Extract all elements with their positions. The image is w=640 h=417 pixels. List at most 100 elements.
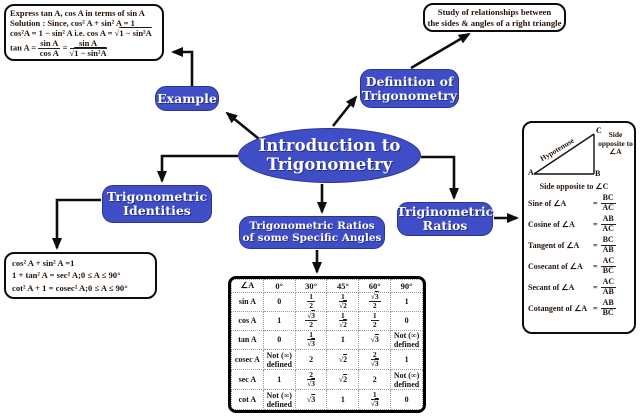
table-cell: √2 — [326, 369, 360, 391]
table-cell: 2√3 — [358, 349, 392, 371]
node-label: Identities — [123, 203, 191, 218]
table-cell: 0 — [390, 310, 423, 331]
table-cell: 1√3 — [358, 389, 392, 410]
identity-line: 1 + tan² A = sec² A;0 ≤ A ≤ 90° — [12, 270, 121, 281]
definition-text-line: the sides & angles of a right triangle — [427, 17, 562, 28]
row-label-cell: cot A — [231, 389, 264, 410]
node-label: Introduction to — [258, 136, 401, 156]
equals-sign: = — [593, 220, 598, 229]
vertex-c-label: C — [596, 126, 602, 135]
ratio-label: Cosine of ∠A — [528, 220, 575, 229]
arrow-definition-to-definition-box — [410, 32, 471, 70]
table-cell: 2 — [358, 369, 392, 391]
arrow-center-to-example — [225, 111, 260, 141]
side-opposite-c-label: Side opposite to ∠C — [539, 182, 609, 191]
ratio-label: Tangent of ∠A — [528, 241, 580, 250]
node-example: Example — [155, 86, 219, 111]
table-cell: √3 — [294, 389, 328, 410]
ratio-label: Cosecant of ∠A — [528, 262, 583, 271]
table-cell: Not (∞) defined — [262, 389, 296, 410]
row-label-cell: sin A — [231, 291, 264, 312]
table-cell: 0 — [262, 291, 296, 312]
equals-sign: = — [593, 199, 598, 208]
definition-text-box: Study of relationships between the sides… — [423, 3, 566, 32]
table-header-cell: 45° — [326, 279, 360, 293]
equals-sign: = — [593, 262, 598, 271]
table-cell: 0 — [262, 329, 296, 351]
table-cell: Not (∞) defined — [390, 329, 423, 351]
table-cell: 1 — [326, 389, 360, 410]
row-label-cell: tan A — [231, 329, 264, 351]
arrow-center-to-ratios — [421, 155, 459, 200]
arrow-example-to-example-box — [171, 47, 194, 86]
table-header-cell: 60° — [358, 279, 392, 293]
example-formula-box: Express tan A, cos A in terms of sin A S… — [4, 4, 164, 61]
side-opposite-a-label: Side opposite to ∠A — [598, 130, 633, 157]
identity-formula-box: cos² A + sin² A =1 1 + tan² A = sec² A;0… — [4, 252, 157, 299]
right-triangle-figure: A B C Hypotenuse Side opposite to ∠A — [528, 126, 634, 181]
table-cell: 1√2 — [326, 291, 360, 312]
node-label: Ratios — [422, 218, 468, 233]
table-cell: 0 — [390, 389, 423, 410]
equals-sign: = — [593, 304, 598, 313]
node-specific-angles: Trigonometric Ratios of some Specific An… — [239, 216, 385, 249]
table-cell: 2 — [294, 349, 328, 371]
node-label: Trigonometry — [361, 87, 458, 103]
table-cell: 1 — [262, 369, 296, 391]
node-introduction-to-trigonometry: Introduction to Trigonometry — [238, 128, 421, 183]
arrow-identities-to-identity-box — [52, 198, 101, 250]
table-header-cell: 90° — [390, 279, 423, 293]
table-cell: 1√2 — [326, 310, 360, 331]
ratio-label: Cotangent of ∠A — [528, 304, 588, 313]
node-label: Trigonometry — [266, 154, 393, 174]
triangle-drawing — [533, 133, 595, 175]
node-label: Trigonometric Ratios — [249, 219, 375, 232]
trig-ratios-box: A B C Hypotenuse Side opposite to ∠A Sid… — [522, 121, 636, 334]
node-label: Triginometric — [396, 204, 494, 219]
example-line: Express tan A, cos A in terms of sin A — [10, 8, 145, 18]
table-cell: 1 — [390, 291, 423, 312]
ratio-label: Sine of ∠A — [528, 199, 567, 208]
arrow-center-to-definition — [331, 95, 358, 127]
table-cell: √3 — [358, 329, 392, 351]
identity-line: cos² A + sin² A =1 — [12, 258, 75, 268]
table-cell: Not (∞) defined — [262, 349, 296, 371]
table-cell: 1 — [262, 310, 296, 331]
table-header-cell: 0° — [262, 279, 296, 293]
table-cell: 2√3 — [294, 369, 328, 391]
node-label: Example — [157, 90, 217, 106]
node-label: of some Specific Angles — [242, 231, 382, 244]
equals-sign: = — [593, 283, 598, 292]
example-line: cos²A = 1 − sin² A i.e. cos A = √1 − sin… — [10, 28, 152, 39]
vertex-a-label: A — [528, 168, 534, 177]
row-label-cell: sec A — [231, 369, 264, 391]
table-cell: Not (∞) defined — [390, 369, 423, 391]
row-label-cell: cos A — [231, 310, 264, 331]
node-label: Definition of — [365, 73, 454, 89]
node-trigonometric-ratios: Triginometric Ratios — [397, 202, 493, 236]
vertex-b-label: B — [595, 169, 601, 178]
